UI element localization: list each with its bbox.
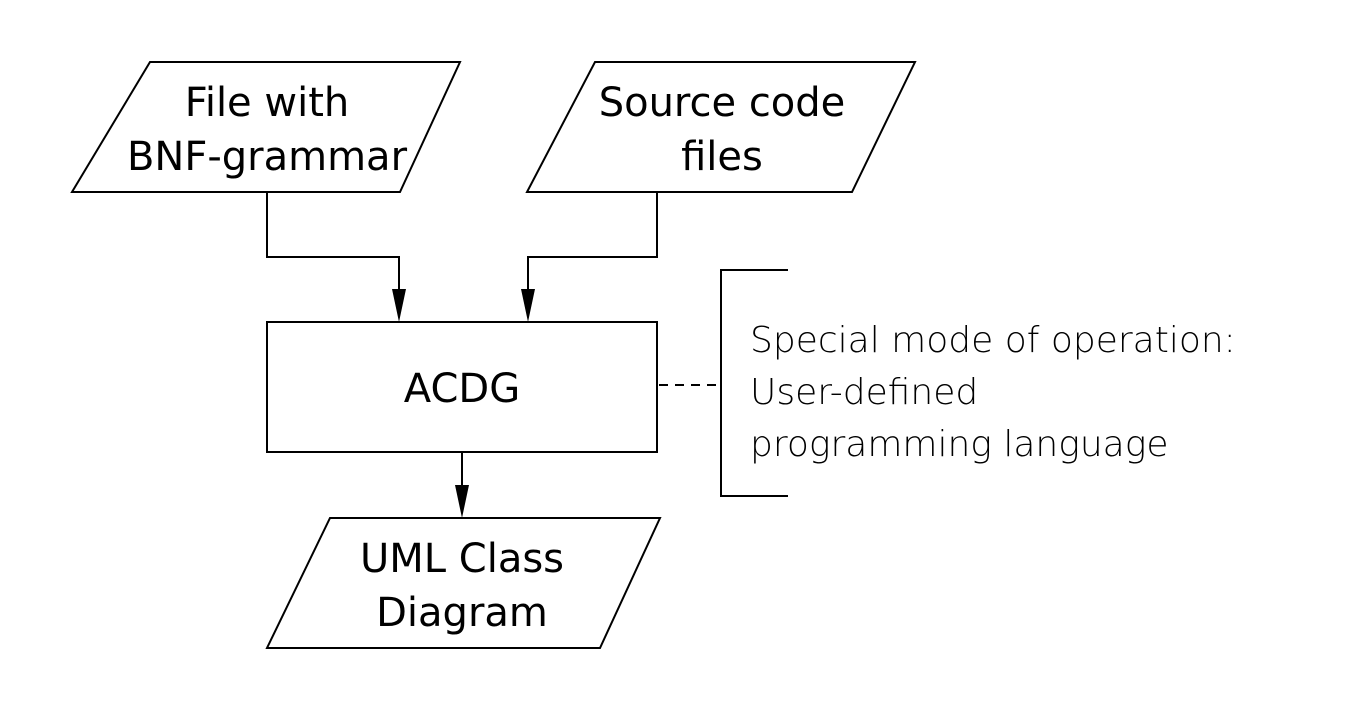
grammar-input-shape (70, 61, 462, 193)
source-to-acdg-arrow (521, 193, 658, 322)
uml-output-label-line1: UML Class (360, 536, 564, 582)
source-input-shape (525, 61, 917, 193)
source-input-label-line2: files (681, 134, 763, 180)
annotation-line1: Special mode of operation: (750, 320, 1236, 361)
source-input-label-line1: Source code (599, 80, 846, 126)
grammar-input-node: File with BNF-grammar (70, 61, 462, 193)
source-input-node: Source code files (525, 61, 917, 193)
annotation-line3: programming language (750, 424, 1168, 465)
grammar-to-acdg-arrow (266, 193, 406, 322)
annotation-line2: User-defined (750, 372, 978, 413)
uml-output-label-line2: Diagram (376, 590, 548, 636)
grammar-input-label-line2: BNF-grammar (127, 134, 408, 180)
acdg-process-label: ACDG (404, 366, 520, 412)
acdg-to-uml-arrow (455, 452, 469, 518)
uml-output-shape (265, 517, 662, 649)
acdg-process-shape (266, 321, 658, 453)
acdg-process-node: ACDG (266, 321, 658, 453)
uml-output-node: UML Class Diagram (265, 517, 662, 649)
annotation-bracket (720, 269, 788, 497)
grammar-input-label-line1: File with (185, 80, 350, 126)
annotation-note: Special mode of operation: User-defined … (750, 320, 1236, 465)
